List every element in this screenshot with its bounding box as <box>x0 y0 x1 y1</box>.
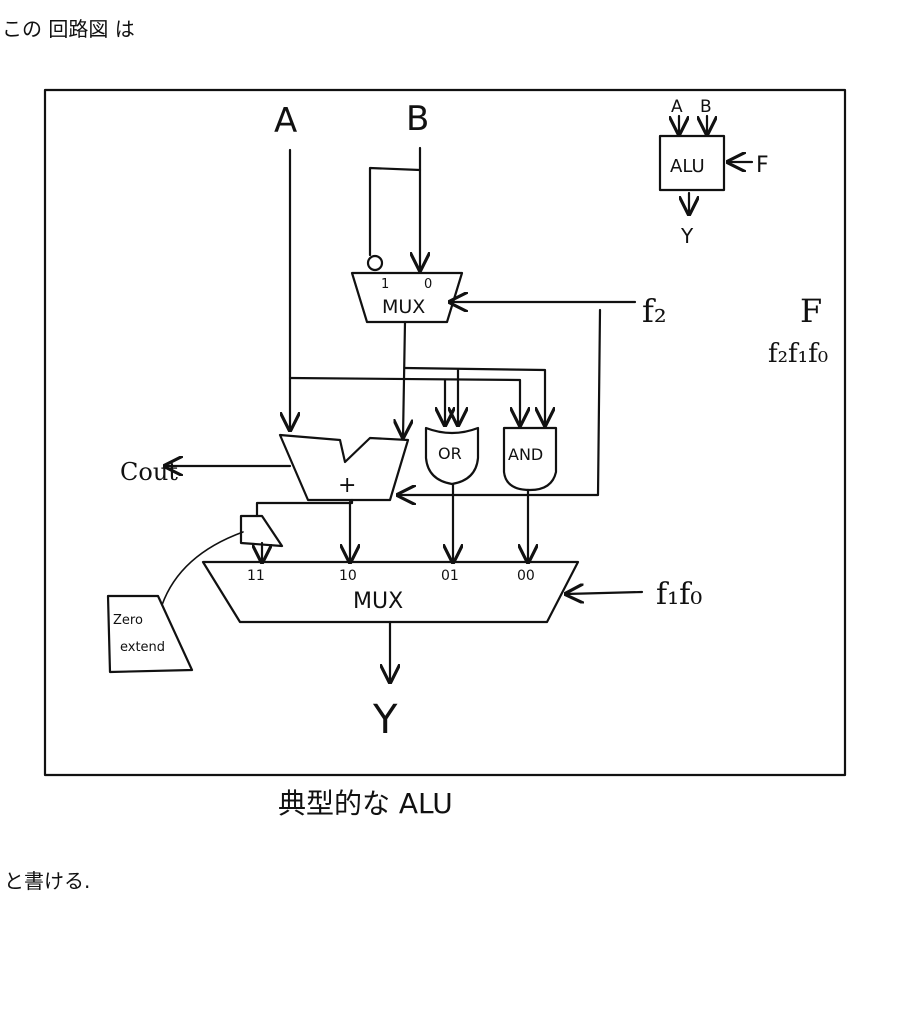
input-mux-in1: 1 <box>381 277 389 292</box>
f-label: F <box>800 292 822 330</box>
wire-adder-to-zero-ext <box>255 498 354 518</box>
and-gate-label: AND <box>508 445 543 464</box>
alu-symbol-label: ALU <box>670 156 705 177</box>
zero-extend-mini <box>239 514 284 548</box>
input-b-label: B <box>406 99 429 139</box>
alu-symbol-y-label: Y <box>680 224 694 248</box>
output-mux-in01: 01 <box>441 568 459 584</box>
diagram-frame <box>43 88 847 777</box>
alu-symbol-f-label: F <box>756 153 769 178</box>
wire-a-to-gates <box>288 376 520 425</box>
zero-extend-line1: Zero <box>113 613 143 628</box>
output-mux-in11: 11 <box>247 568 265 584</box>
wire-b-inverted <box>368 166 422 257</box>
output-mux-label: MUX <box>353 589 403 614</box>
carry-out-label: Cout <box>120 458 178 486</box>
zero-extend-line2: extend <box>120 640 165 655</box>
output-mux-in00: 00 <box>517 568 535 584</box>
input-mux <box>350 271 464 324</box>
zero-extend-box <box>106 594 194 674</box>
alu-symbol-b-label: B <box>700 97 712 117</box>
and-gate <box>502 426 558 492</box>
output-mux <box>201 560 580 624</box>
alu-symbol-a-label: A <box>671 97 683 117</box>
header-note: この 回路図 は <box>2 17 135 41</box>
wire-f2-to-adder <box>398 308 602 495</box>
or-gate-label: OR <box>438 444 462 463</box>
wire-f1f0 <box>566 592 644 594</box>
adder <box>278 433 410 502</box>
diagram-caption: 典型的な ALU <box>278 787 453 820</box>
input-mux-in0: 0 <box>424 277 432 292</box>
alu-symbol-box <box>658 134 726 192</box>
input-a-label: A <box>274 101 297 141</box>
inverter-bubble <box>366 254 384 272</box>
or-gate <box>424 426 480 486</box>
output-mux-in10: 10 <box>339 568 357 584</box>
wire-b-to-gates <box>403 366 545 425</box>
f2-label: f₂ <box>642 292 667 330</box>
footer-note: と書ける. <box>4 869 90 893</box>
adder-label: + <box>338 473 356 498</box>
f1f0-label: f₁f₀ <box>656 577 702 612</box>
input-mux-label: MUX <box>382 296 425 318</box>
f-bits-label: f₂f₁f₀ <box>768 339 828 369</box>
zero-extend-callout <box>161 531 244 606</box>
output-y-label: Y <box>372 697 398 743</box>
